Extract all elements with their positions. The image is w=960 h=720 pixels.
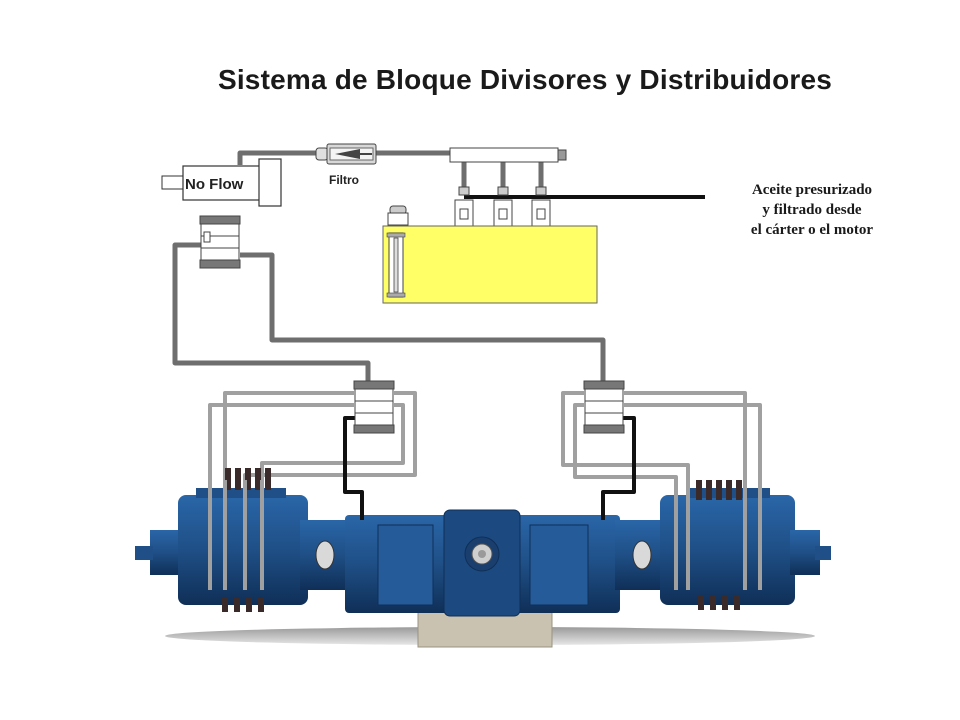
filter-label: Filtro (329, 173, 359, 187)
lubricator-reservoir (382, 225, 598, 304)
top-divider-block (199, 215, 241, 269)
right-studs (696, 480, 742, 610)
no-flow-switch: No Flow (161, 158, 282, 207)
pump-1 (454, 186, 474, 227)
pipe-noflow-to-right-divider (240, 252, 606, 381)
compressor (135, 468, 831, 648)
pipe-filter-to-noflow (237, 150, 318, 165)
pumps (454, 186, 551, 227)
no-flow-label: No Flow (185, 176, 244, 193)
pressurized-oil-note: Aceite presurizado y filtrado desde el c… (712, 180, 912, 240)
page-title: Sistema de Bloque Divisores y Distribuid… (217, 64, 833, 95)
pump-3 (531, 186, 551, 227)
pipes (172, 150, 606, 381)
right-cylinder (615, 488, 831, 605)
oil-note-line-1: Aceite presurizado (751, 182, 873, 198)
pipe-noflow-to-left-divider (172, 242, 371, 381)
left-cylinder (135, 488, 350, 605)
filter: Filtro (315, 143, 377, 187)
left-divider-block (353, 380, 395, 434)
frame (345, 509, 620, 617)
oil-note-line-2: y filtrado desde (762, 202, 862, 218)
left-studs (222, 468, 271, 612)
oil-note-line-3: el cárter o el motor (750, 222, 874, 238)
reservoir-cap (387, 205, 409, 226)
right-divider-block (583, 380, 625, 434)
manifold (449, 147, 567, 163)
pump-2 (493, 186, 513, 227)
